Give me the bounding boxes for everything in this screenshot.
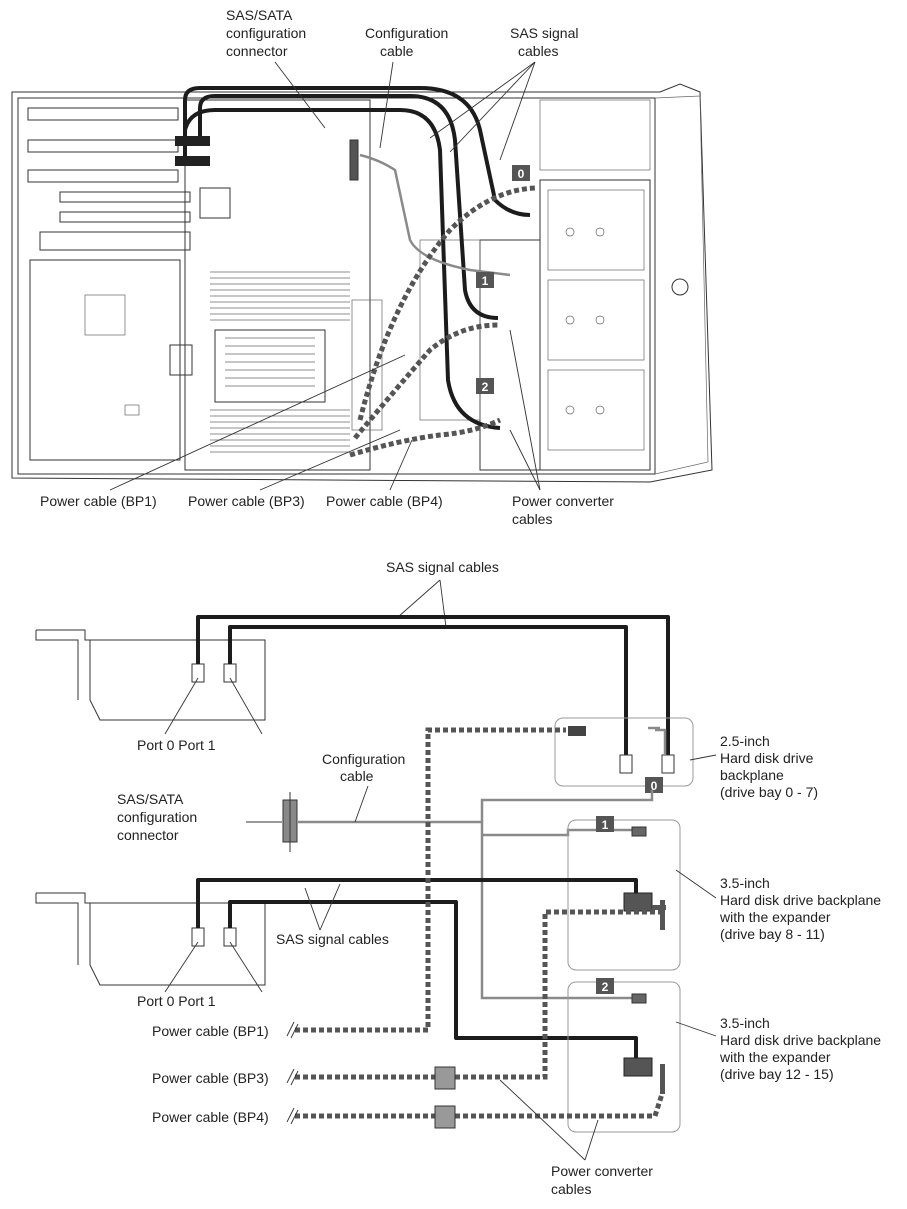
backplane-0: 0	[554, 717, 694, 793]
top-label-power-bp3: Power cable (BP3)	[188, 493, 305, 509]
backplane-1-sas-port	[623, 892, 653, 912]
badge-1: 1	[596, 816, 614, 832]
cable-schematic-view: SAS signal cables Port 0 Port 1 0	[35, 559, 885, 1197]
top-label-sas-signal-cables: SAS signal cables	[510, 25, 582, 59]
motherboard	[169, 99, 383, 471]
label-backplane-1: 3.5-inch Hard disk drive backplane with …	[719, 875, 885, 942]
backplane-2-config-port	[631, 993, 647, 1004]
backplane-0-port-b	[661, 754, 675, 774]
converter-connector-bp4	[434, 1105, 456, 1129]
sas-cable-lower-port1	[228, 900, 638, 1058]
svg-text:2: 2	[482, 380, 489, 394]
label-backplane-0: 2.5-inch Hard disk drive backplane (driv…	[720, 733, 818, 800]
backplane-2-sas-port	[623, 1057, 653, 1077]
sas-cable-upper-port0	[196, 615, 670, 755]
backplane-2: 2	[567, 978, 681, 1133]
board-chip	[169, 344, 193, 376]
top-power-cable-bp3	[353, 322, 499, 440]
top-sas-cable-c	[183, 108, 501, 430]
converter-connector-bp3	[434, 1066, 456, 1090]
label-power-converter: Power converter cables	[551, 1163, 657, 1197]
top-label-configuration-cable: Configuration cable	[365, 25, 452, 59]
label-sas-sata-connector: SAS/SATA configuration connector	[117, 791, 201, 843]
top-power-cable-bp4	[349, 417, 502, 458]
top-sas-cable-b	[198, 94, 499, 320]
top-label-power-bp4: Power cable (BP4)	[326, 493, 443, 509]
backplane-0-power-connector	[568, 726, 586, 736]
sas-cable-upper-port1	[228, 625, 628, 755]
backplane-0-port-a	[619, 754, 633, 774]
raid-adapter-upper	[35, 629, 266, 721]
top-raid-port-lower	[175, 156, 210, 166]
sas-sata-config-connector	[282, 792, 298, 852]
heatsink-small	[199, 187, 231, 219]
label-backplane-2: 3.5-inch Hard disk drive backplane with …	[719, 1015, 885, 1082]
sas-sata-config-connector-top	[349, 139, 359, 181]
svg-text:1: 1	[482, 274, 489, 288]
label-sas-signal-cables-mid: SAS signal cables	[276, 931, 389, 947]
top-badge-1: 1	[476, 272, 494, 288]
drive-cage	[419, 99, 651, 471]
sas-cable-lower-port0	[196, 878, 638, 928]
chassis-knob	[671, 278, 689, 296]
port-0-upper	[191, 663, 205, 683]
server-chassis-view: 0 1 2 SAS/SATA configuration connector C…	[11, 7, 713, 527]
dimm-slots-upper	[210, 271, 350, 321]
power-cable-bp1	[295, 727, 566, 1033]
dimm-slots-lower	[210, 409, 350, 453]
svg-text:2: 2	[602, 980, 609, 994]
svg-text:1: 1	[602, 818, 609, 832]
badge-2: 2	[596, 978, 614, 994]
label-power-bp3: Power cable (BP3)	[152, 1070, 269, 1086]
top-sas-signal-cables	[175, 86, 531, 430]
top-power-cables	[349, 185, 536, 458]
port-0-lower	[191, 927, 205, 947]
svg-text:0: 0	[518, 167, 525, 181]
expansion-slots	[27, 107, 191, 461]
top-badge-2: 2	[476, 378, 494, 394]
top-raid-port-upper	[175, 136, 210, 146]
label-ports-upper: Port 0 Port 1	[137, 737, 216, 753]
top-badge-0: 0	[512, 165, 530, 181]
port-1-upper	[223, 663, 237, 683]
cpu-heatsink	[214, 329, 326, 403]
top-sas-cable-a	[183, 86, 531, 217]
top-label-power-bp1: Power cable (BP1)	[40, 493, 157, 509]
label-power-bp4: Power cable (BP4)	[152, 1109, 269, 1125]
backplane-1: 1	[567, 816, 681, 971]
power-cable-bp4	[295, 1093, 665, 1119]
port-1-lower	[223, 927, 237, 947]
top-label-sas-sata-connector: SAS/SATA configuration connector	[226, 7, 310, 59]
label-ports-lower: Port 0 Port 1	[137, 993, 216, 1009]
label-configuration-cable: Configuration cable	[322, 751, 409, 784]
chassis-outline	[11, 83, 713, 483]
top-power-cable-bp1	[357, 185, 536, 421]
power-cable-bp3	[295, 909, 660, 1080]
label-sas-signal-cables-top: SAS signal cables	[386, 559, 499, 575]
top-label-power-converter: Power converter cables	[512, 493, 618, 527]
backplane-1-config-port	[631, 826, 647, 837]
top-configuration-cable	[359, 153, 511, 277]
raid-adapter-lower	[35, 892, 266, 986]
backplane-1-power-connector	[660, 900, 665, 930]
badge-0: 0	[645, 777, 663, 793]
backplane-2-power-connector	[660, 1064, 665, 1094]
label-power-bp1: Power cable (BP1)	[152, 1023, 269, 1039]
power-cables	[286, 727, 665, 1129]
svg-text:0: 0	[651, 779, 658, 793]
